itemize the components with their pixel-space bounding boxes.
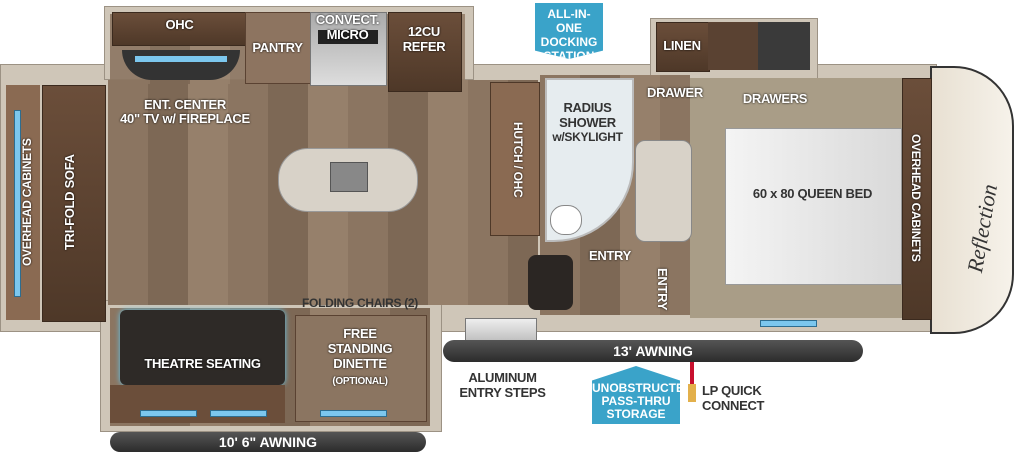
drawers-label: DRAWERS	[742, 91, 808, 106]
awning-10ft6in: 10' 6" AWNING	[110, 432, 426, 452]
ohc-cabinet	[112, 12, 249, 46]
hutch-ohc	[490, 82, 540, 236]
lp-connector-icon	[688, 384, 696, 402]
entry-bath-label: ENTRY	[588, 248, 632, 263]
window	[14, 110, 21, 297]
hutch-ohc-label: HUTCH / OHC	[511, 122, 525, 198]
entertainment-center	[122, 50, 240, 80]
overhead-cabinets-right-label: OVERHEAD CABINETS	[909, 133, 923, 262]
window	[140, 410, 197, 417]
ohc-label: OHC	[165, 17, 194, 32]
aluminum-steps-label: ALUMINUM ENTRY STEPS	[459, 370, 546, 400]
wardrobe	[708, 22, 758, 70]
folding-chairs-label: FOLDING CHAIRS (2)	[302, 296, 418, 310]
theatre-seating	[120, 310, 285, 385]
optional-label: (OPTIONAL)	[332, 376, 388, 387]
pass-thru-storage-callout: UNOBSTRUCTED PASS-THRU STORAGE	[592, 366, 680, 424]
drawer-label: DRAWER	[647, 85, 703, 100]
window	[760, 320, 817, 327]
linen-label: LINEN	[663, 38, 701, 53]
overhead-cabinets-left	[6, 85, 40, 320]
refer-label: 12CU REFER	[402, 24, 446, 54]
microwave-door	[318, 30, 378, 44]
overhead-cabinets-right	[902, 78, 932, 320]
skylight-label: w/SKYLIGHT	[552, 130, 623, 144]
bath-vanity	[635, 140, 692, 242]
drawers-cabinet	[758, 22, 810, 70]
pantry-label: PANTRY	[252, 40, 303, 55]
docking-station-callout: ALL-IN-ONE DOCKING STATION	[535, 3, 603, 59]
tri-fold-sofa[interactable]	[42, 85, 106, 322]
dinette-label: FREE STANDING DINETTE	[327, 326, 393, 371]
window	[210, 410, 267, 417]
cabinet	[110, 385, 285, 423]
entry-chair	[528, 255, 573, 310]
queen-bed	[725, 128, 902, 285]
pantry	[245, 12, 312, 84]
ent-center-label: ENT. CENTER	[144, 97, 226, 112]
radius-shower-label: RADIUS SHOWER	[559, 100, 616, 130]
queen-bed-size-label: 60 x 80 QUEEN BED	[725, 186, 900, 201]
convect-micro-label: CONVECT. MICRO	[315, 12, 380, 42]
free-standing-dinette	[295, 315, 427, 422]
convection-microwave	[310, 12, 387, 86]
window	[320, 410, 387, 417]
toilet-icon	[550, 205, 582, 235]
tv-fireplace-label: 40" TV w/ FIREPLACE	[120, 111, 250, 126]
awning-13ft: 13' AWNING	[443, 340, 863, 362]
sink-icon	[330, 162, 368, 192]
overhead-cabinets-left-label: OVERHEAD CABINETS	[20, 138, 34, 267]
sofa-label: TRI-FOLD SOFA	[62, 154, 77, 251]
lp-line	[690, 362, 694, 384]
theatre-seating-label: THEATRE SEATING	[144, 356, 261, 371]
lp-quick-connect-label: LP QUICK CONNECT	[702, 383, 765, 413]
refrigerator	[388, 12, 462, 92]
queen-bed-label: 60 x 80 QUEEN BED	[752, 186, 873, 201]
tv-screen	[135, 56, 227, 62]
front-cap	[930, 66, 1014, 334]
entry-bed-label: ENTRY	[655, 268, 670, 311]
